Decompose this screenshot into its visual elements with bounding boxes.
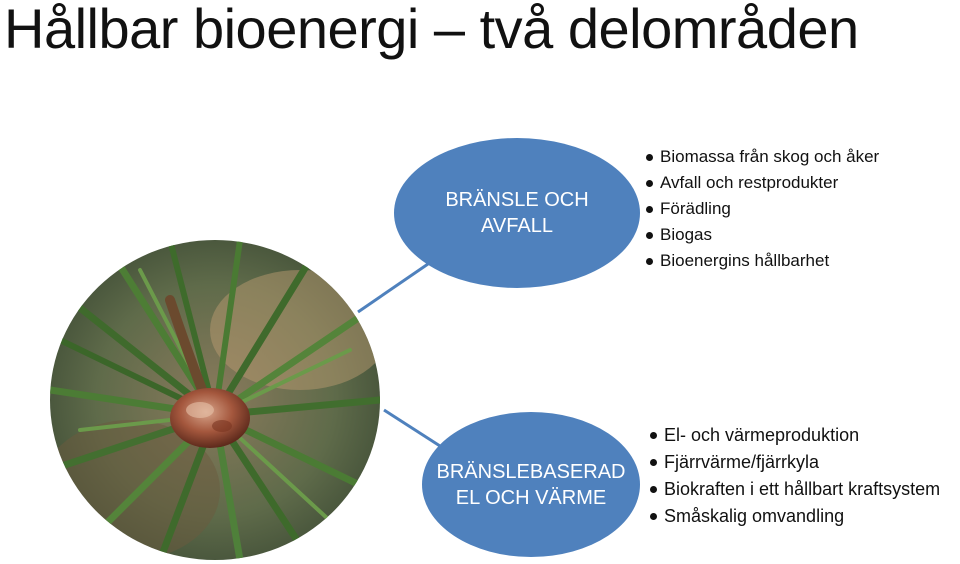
list-item: Biomassa från skog och åker: [646, 146, 946, 168]
bubble-heading-line2: AVFALL: [481, 215, 553, 237]
pine-bud-photo: [50, 240, 380, 560]
list-item: Bioenergins hållbarhet: [646, 250, 946, 272]
list-item: Biogas: [646, 224, 946, 246]
connector-line-bottom: [383, 408, 441, 448]
list-item: Avfall och restprodukter: [646, 172, 946, 194]
heat-and-power-list: El- och värmeproduktion Fjärrvärme/fjärr…: [650, 424, 950, 532]
list-item: Förädling: [646, 198, 946, 220]
connector-line-top: [357, 262, 429, 314]
bubble-heading-line2: EL OCH VÄRME: [455, 486, 607, 509]
list-item: Fjärrvärme/fjärrkyla: [650, 451, 950, 473]
fuel-and-waste-list: Biomassa från skog och åker Avfall och r…: [646, 146, 946, 276]
page-title: Hållbar bioenergi – två delområden: [4, 0, 859, 60]
bubble-heading-line1: BRÄNSLEBASERAD: [436, 460, 626, 483]
list-item: El- och värmeproduktion: [650, 424, 950, 446]
heat-and-power-bubble: BRÄNSLEBASERAD EL OCH VÄRME: [422, 412, 640, 557]
list-item: Småskalig omvandling: [650, 505, 950, 527]
bubble-heading-line1: BRÄNSLE OCH: [445, 189, 589, 211]
list-item: Biokraften i ett hållbart kraftsystem: [650, 478, 950, 500]
fuel-and-waste-bubble: BRÄNSLE OCH AVFALL: [394, 138, 640, 288]
